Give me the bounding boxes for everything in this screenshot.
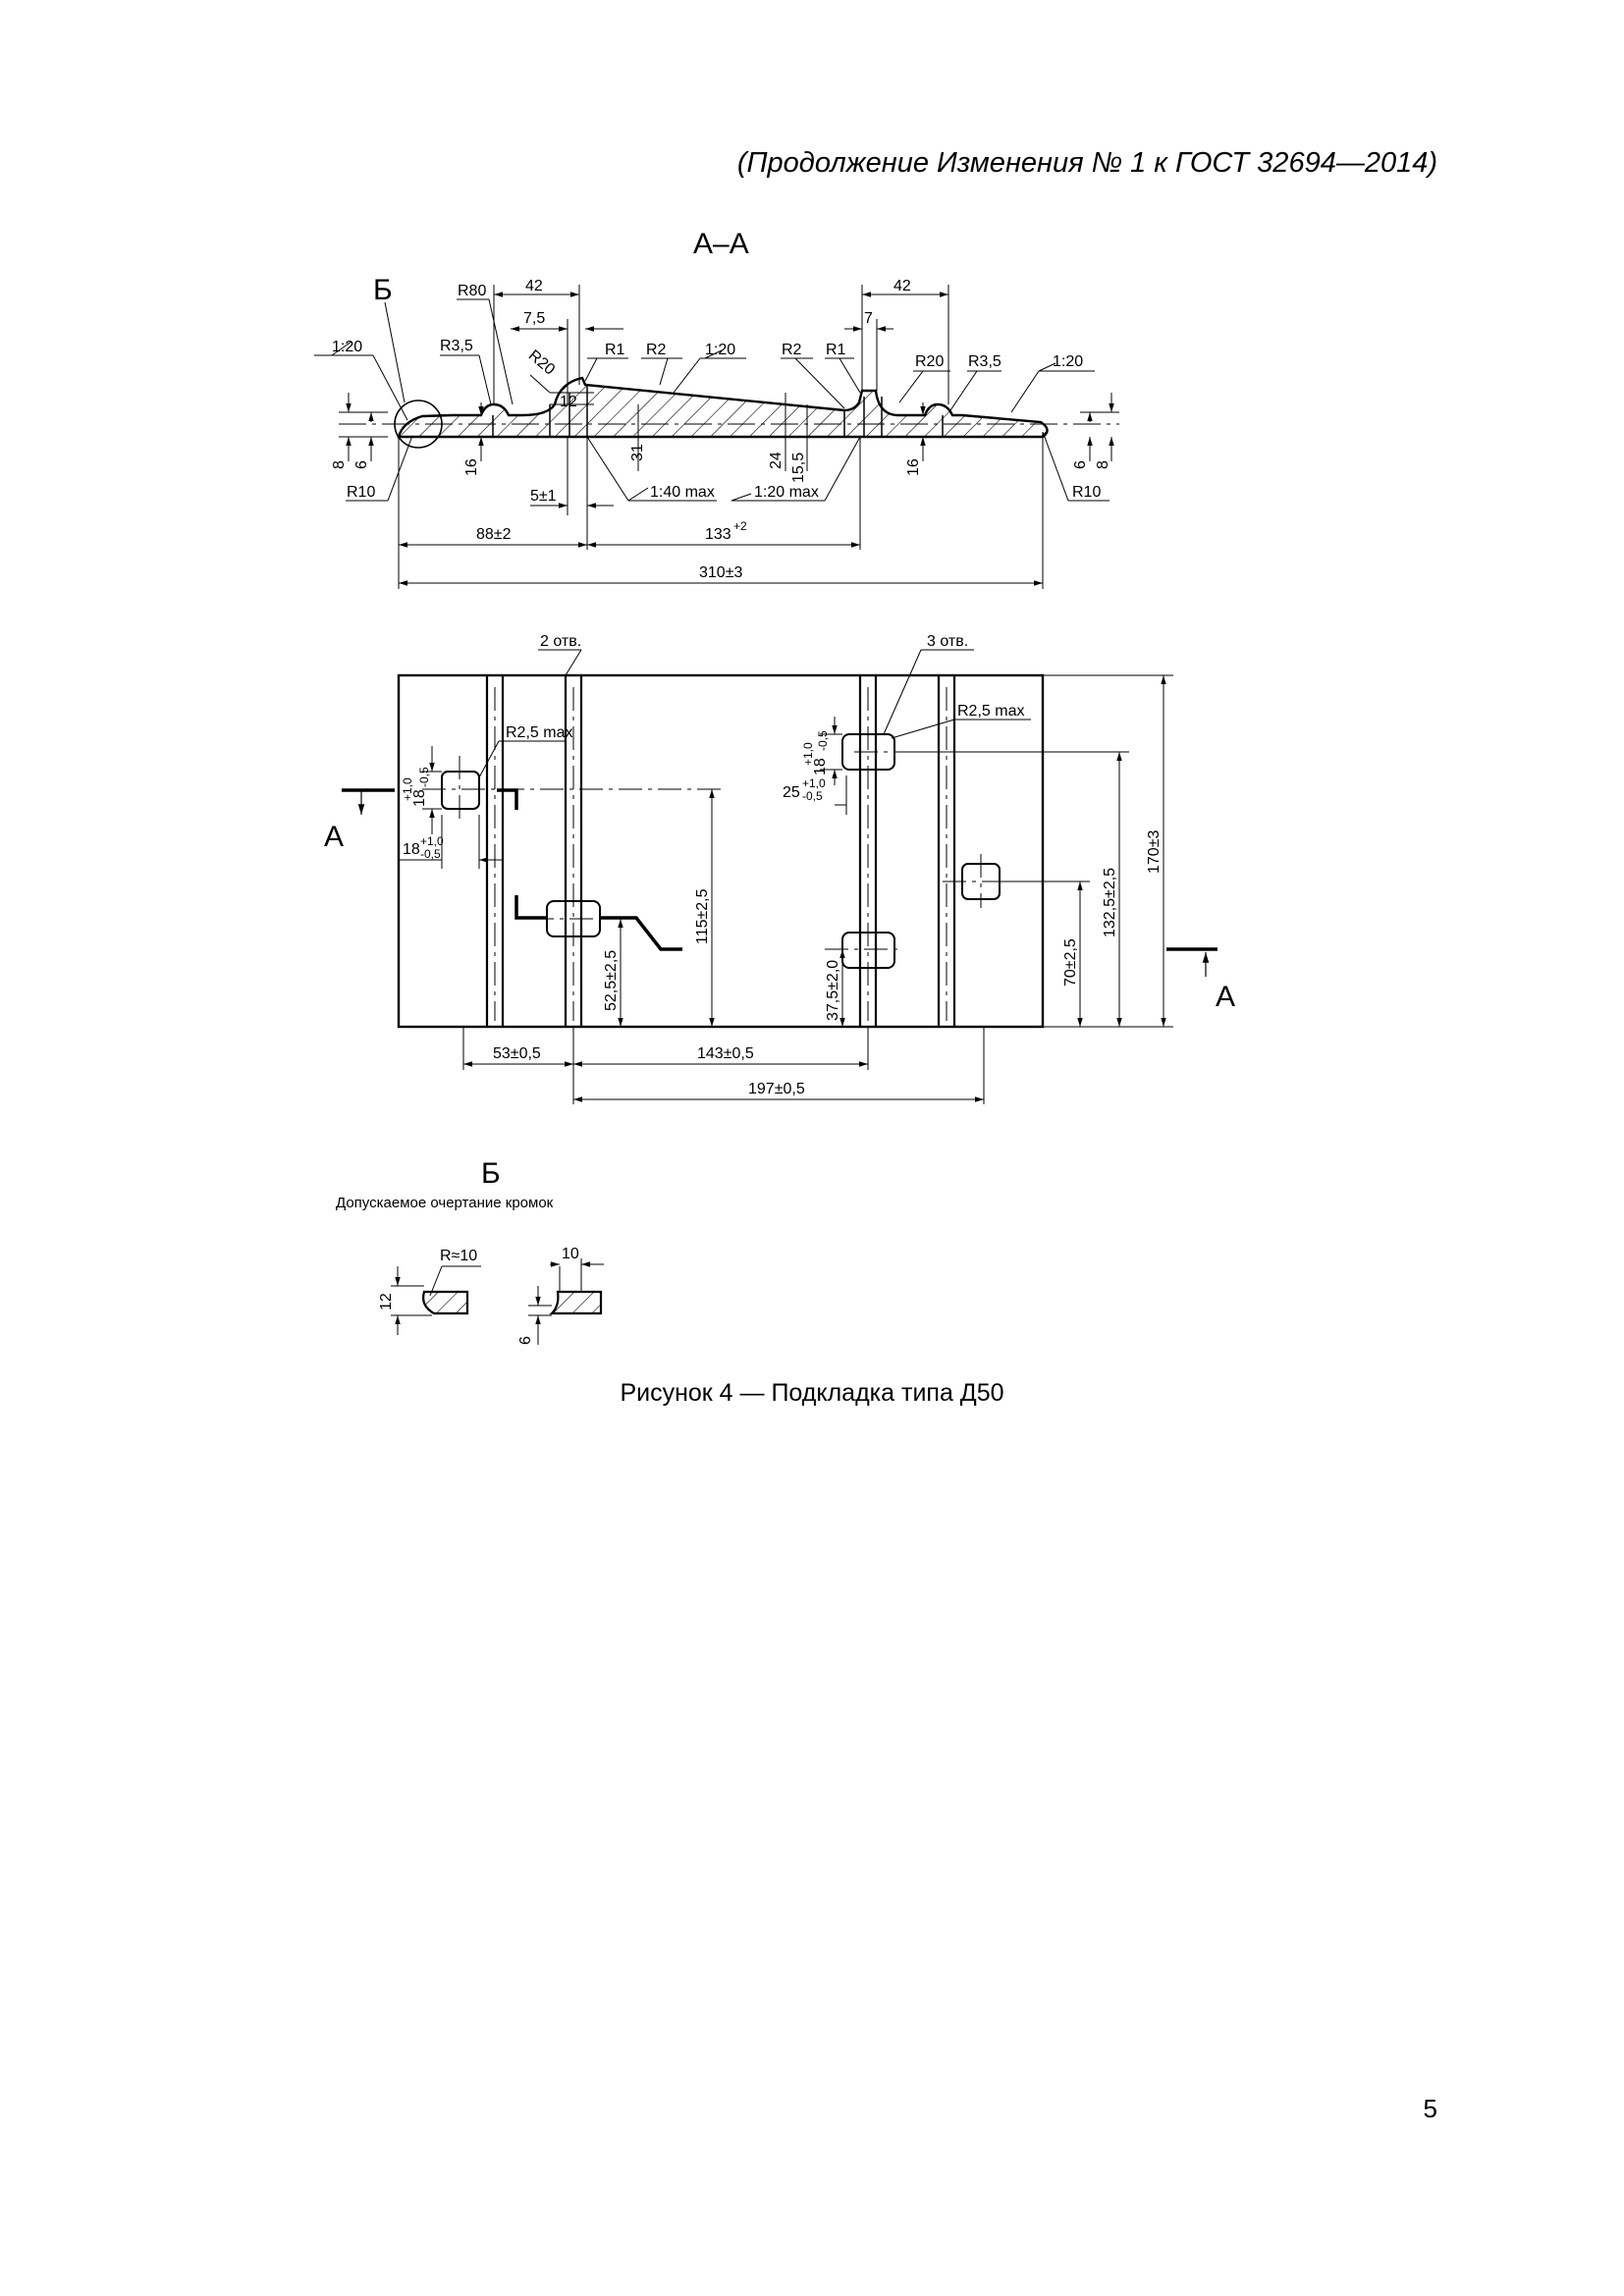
- section-view: А–А Б: [314, 228, 1119, 589]
- dim-115: 115±2,5: [694, 888, 711, 944]
- dim-197: 197±0,5: [748, 1081, 805, 1097]
- label-slope-120max: 1:20 max: [754, 484, 819, 501]
- label-r1-right: R1: [826, 342, 846, 358]
- dim-88: 88±2: [476, 526, 512, 543]
- label-r20-right: R20: [915, 353, 944, 370]
- dim-18-r-tol-dn: -0,5: [816, 730, 830, 751]
- dim-310: 310±3: [699, 564, 742, 581]
- figure-caption: Рисунок 4 — Подкладка типа Д50: [620, 1379, 1004, 1407]
- dim-v6-left: 6: [353, 460, 370, 469]
- label-r3-5-right: R3,5: [968, 353, 1001, 370]
- dim-v8-right: 8: [1095, 460, 1111, 469]
- dim-18-h-left: 18: [403, 841, 420, 858]
- plan-view: А А 2 отв. 3 отв. R2,5 max R2,5 max 18 +…: [324, 633, 1235, 1104]
- label-r2-5max-left: R2,5 max: [506, 724, 572, 741]
- dim-v16-left: 16: [463, 458, 480, 476]
- dim-143: 143±0,5: [697, 1045, 754, 1062]
- dim-18-v-tol-dn: -0,5: [417, 767, 431, 787]
- section-title: А–А: [693, 228, 749, 260]
- detail-mark: Б: [373, 274, 393, 306]
- label-r1-left: R1: [605, 342, 625, 358]
- detail-subtitle: Допускаемое очертание кромок: [336, 1195, 554, 1211]
- label-r80: R80: [458, 283, 486, 299]
- dim-18-h-tol-up: +1,0: [420, 834, 444, 848]
- dim-37-5: 37,5±2,0: [825, 960, 841, 1021]
- dim-18-v-tol-up: +1,0: [401, 777, 414, 801]
- dim-v6-right: 6: [1072, 460, 1089, 469]
- detail-dim-12: 12: [378, 1293, 395, 1310]
- label-r2-left: R2: [646, 342, 667, 358]
- dim-18-v-left: 18: [411, 789, 428, 807]
- dim-132-5: 132,5±2,5: [1102, 868, 1118, 937]
- dim-v16-right: 16: [905, 458, 922, 476]
- label-r10-left: R10: [347, 484, 375, 501]
- dim-18-h-tol-dn: -0,5: [420, 847, 441, 861]
- dim-53: 53±0,5: [493, 1045, 541, 1062]
- dim-133-tol: +2: [733, 519, 747, 533]
- detail-view: Б Допускаемое очертание кромок R≈10 12 1…: [336, 1157, 604, 1345]
- dim-25: 25: [783, 784, 800, 801]
- dim-25-tol-up: +1,0: [802, 776, 826, 790]
- section-mark-right: А: [1216, 981, 1235, 1013]
- edge-profile-1: [422, 1290, 469, 1315]
- dim-v15-5: 15,5: [790, 453, 807, 483]
- label-r20-left: R20: [525, 347, 558, 379]
- plate-outline: [397, 673, 1045, 1029]
- label-r10-right: R10: [1072, 484, 1101, 501]
- label-2-holes: 2 отв.: [540, 633, 581, 650]
- dim-v24: 24: [768, 452, 785, 469]
- section-mark-left: А: [324, 821, 344, 853]
- label-3-holes: 3 отв.: [927, 633, 968, 650]
- section-profile: [397, 376, 1049, 439]
- dim-7-5: 7,5: [523, 310, 545, 327]
- label-slope-right: 1:20: [1053, 353, 1083, 370]
- dim-12: 12: [560, 394, 577, 410]
- dim-v8-left: 8: [331, 460, 348, 469]
- hole-1: [441, 771, 480, 810]
- label-slope-140max: 1:40 max: [650, 484, 715, 501]
- page-header: (Продолжение Изменения № 1 к ГОСТ 32694—…: [736, 147, 1437, 179]
- label-r2-right: R2: [782, 342, 802, 358]
- page-number: 5: [1423, 2094, 1437, 2123]
- dim-133: 133: [705, 526, 731, 543]
- dim-18-v-right: 18: [812, 758, 829, 775]
- dim-42-left: 42: [525, 278, 543, 294]
- label-slope-far-left: 1:20: [332, 339, 362, 355]
- detail-title: Б: [481, 1157, 501, 1190]
- label-r2-5max-right: R2,5 max: [957, 703, 1024, 720]
- dim-5-1: 5±1: [530, 488, 557, 505]
- dim-7: 7: [864, 310, 873, 327]
- dim-18-r-tol-up: +1,0: [801, 742, 815, 766]
- edge-profile-2: [549, 1290, 603, 1315]
- detail-r10: R≈10: [440, 1248, 477, 1264]
- dim-v31: 31: [629, 444, 646, 461]
- detail-dim-6: 6: [517, 1336, 534, 1345]
- label-r3-5-left: R3,5: [440, 338, 473, 354]
- dim-42-right: 42: [893, 278, 911, 294]
- dim-70: 70±2,5: [1062, 938, 1079, 987]
- detail-dim-10: 10: [562, 1246, 579, 1262]
- dim-170: 170±3: [1146, 830, 1163, 874]
- label-slope-left-top: 1:20: [705, 342, 735, 358]
- dim-52-5: 52,5±2,5: [603, 950, 620, 1011]
- dim-25-tol-dn: -0,5: [802, 789, 823, 803]
